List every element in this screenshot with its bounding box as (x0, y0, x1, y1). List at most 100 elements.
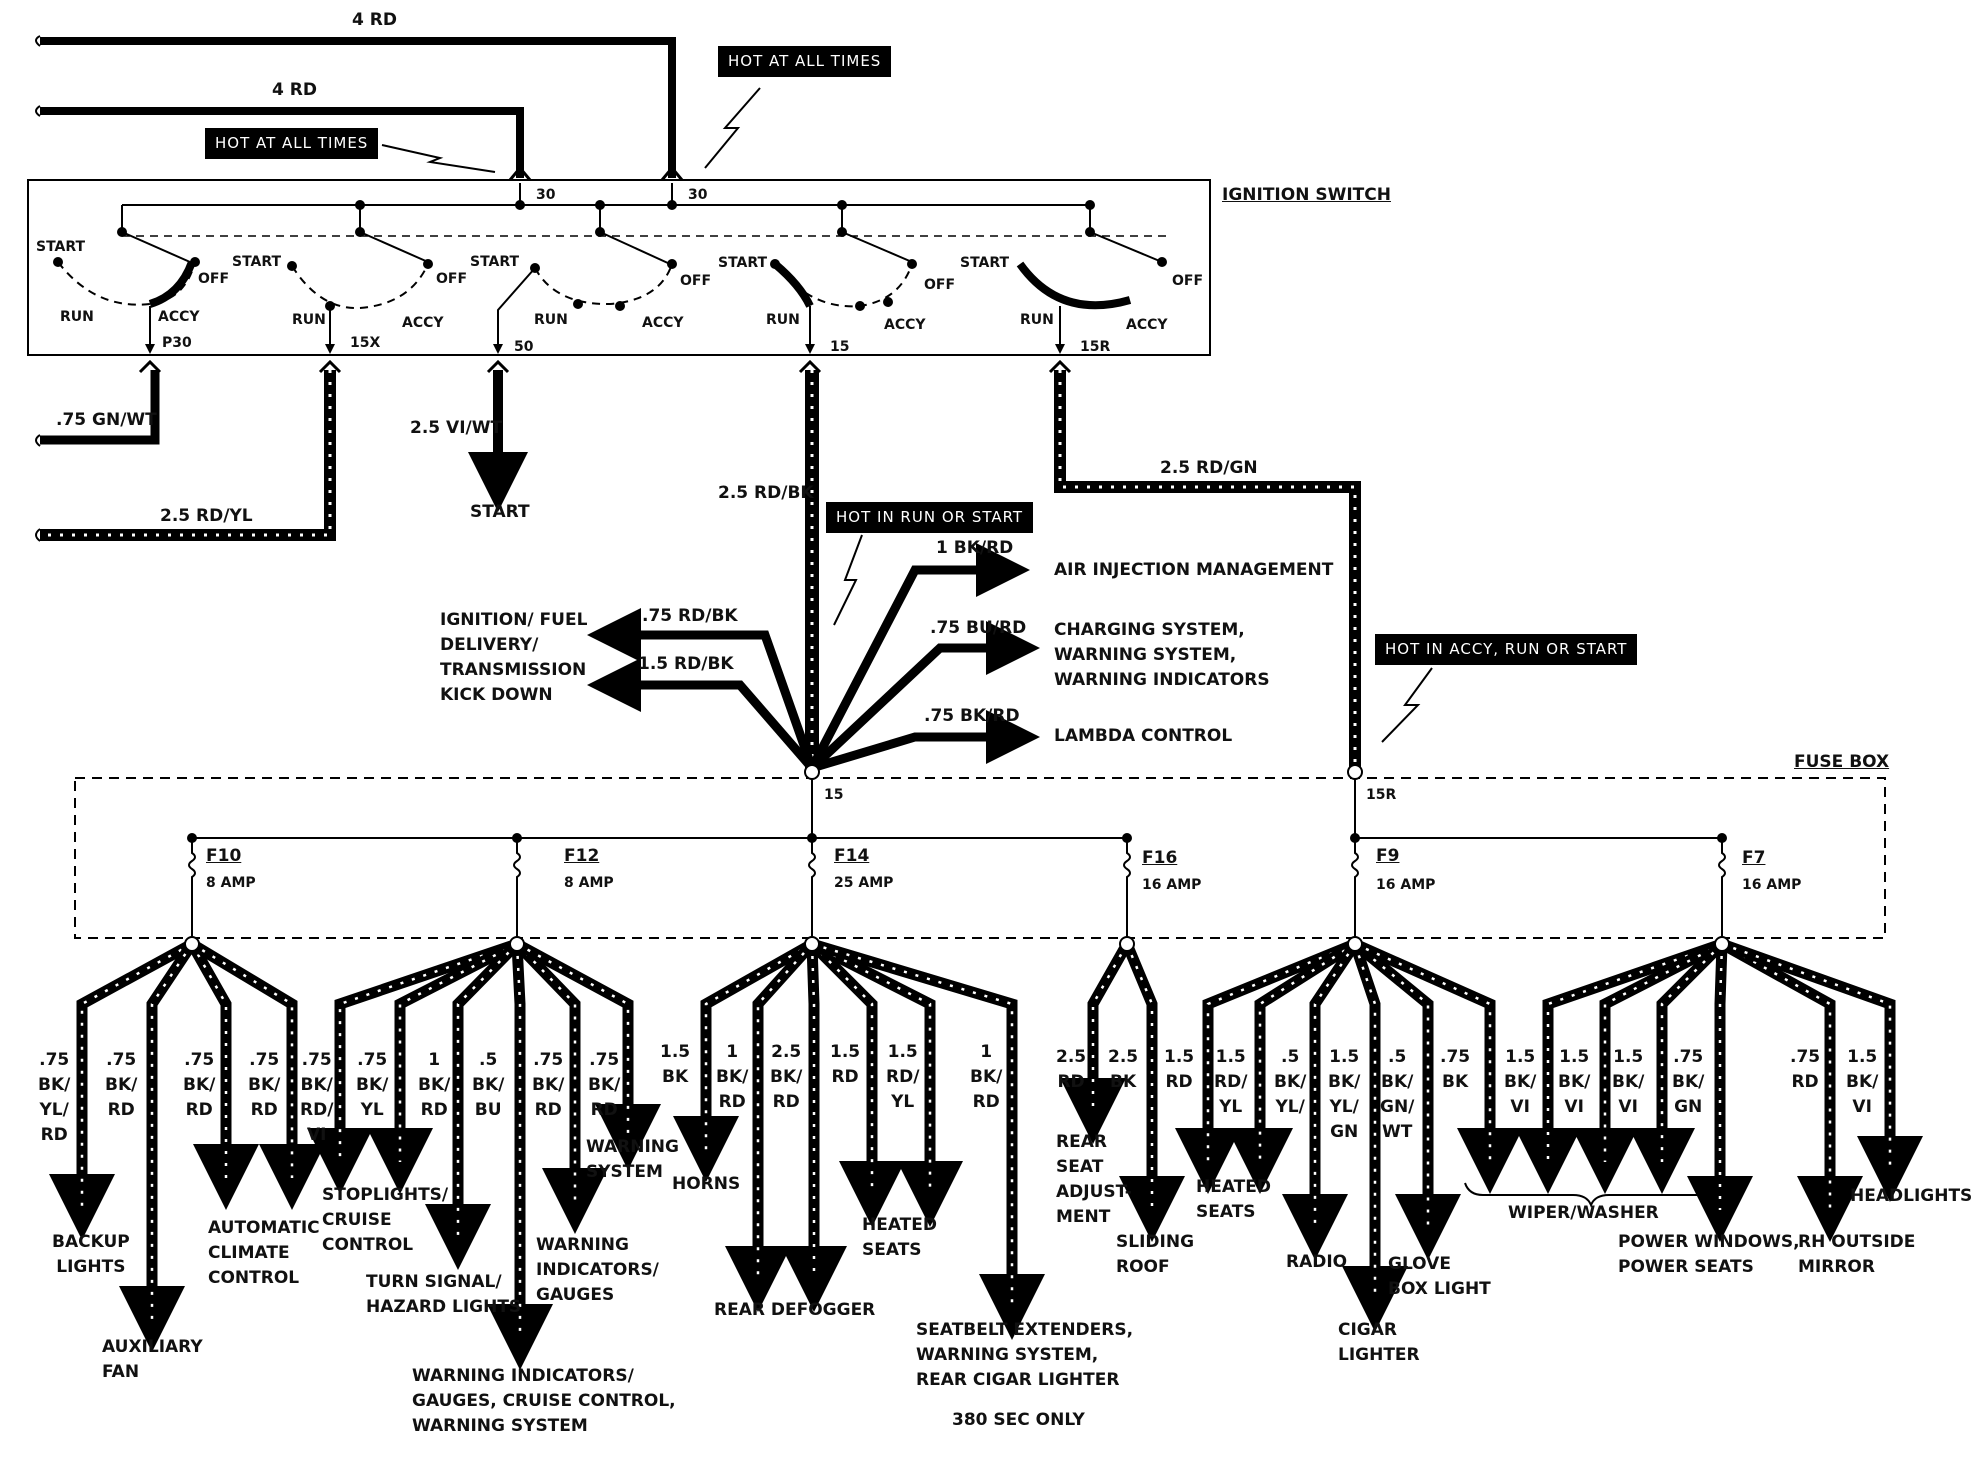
terminal-label: 30 (688, 187, 708, 203)
input-wires (35, 35, 684, 181)
terminal-50: 50 (514, 339, 534, 355)
load-wire-stripe (1354, 942, 1492, 1162)
load-wire-label: 2.5 RD (1056, 1047, 1087, 1092)
dest-glove-box: GLOVE BOX LIGHT (1388, 1254, 1491, 1299)
hot-label-all-times: HOT AT ALL TIMES (718, 46, 892, 77)
hot-label-run-start: HOT IN RUN OR START (826, 502, 1034, 533)
load-wire-stripe (756, 943, 813, 1280)
load-wire-label: .75 BK/ RD (105, 1050, 138, 1120)
splice-node (509, 936, 525, 952)
fuse-id: F14 (834, 846, 870, 866)
ignition-switch-internals (53, 183, 1170, 354)
bolt-icon (704, 87, 761, 169)
load-wire-label: 1.5 BK/ VI (1846, 1047, 1879, 1117)
pos-off: OFF (436, 271, 468, 287)
dest-climate-control: AUTOMATIC CLIMATE CONTROL (208, 1218, 320, 1288)
fuse-id: F16 (1142, 848, 1178, 868)
wiper-brace (1464, 1182, 1718, 1208)
fuse-id: F7 (1742, 848, 1766, 868)
dest-heated-seats: HEATED SEATS (862, 1215, 937, 1260)
hot-label-accy-run-start: HOT IN ACCY, RUN OR START (1375, 634, 1638, 665)
pos-start: START (36, 239, 86, 255)
fuse-box (74, 777, 1886, 939)
pos-run: RUN (1020, 312, 1054, 328)
pos-start: START (960, 255, 1010, 271)
fuse-box-internals (187, 764, 1727, 944)
terminal-label: 30 (536, 187, 556, 203)
load-wire (1119, 941, 1185, 1242)
load-wire (1720, 938, 1923, 1202)
splice-node (804, 936, 820, 952)
load-wire-label: .75 BK/ YL (356, 1050, 389, 1120)
dest-charging-system: CHARGING SYSTEM, WARNING SYSTEM, WARNING… (1054, 620, 1270, 690)
load-wire (1342, 942, 1408, 1332)
pos-run: RUN (60, 309, 94, 325)
fuse-rating: 16 AMP (1742, 877, 1802, 893)
load-wire-stripe (1546, 942, 1723, 1162)
terminal-15: 15 (830, 339, 850, 355)
pos-start: START (718, 255, 768, 271)
wire-4rd-top (40, 37, 676, 178)
fuse-rating: 8 AMP (564, 875, 614, 891)
pos-start: START (232, 254, 282, 270)
lightning-icons (381, 87, 1433, 743)
load-wire-label: .75 BK/ RD/ VI (300, 1050, 334, 1145)
fuse-id: F10 (206, 846, 242, 866)
load-wire (781, 943, 847, 1312)
load-wire (810, 938, 1045, 1340)
load-wire-label: .75 BK/ YL/ RD (38, 1050, 71, 1145)
load-wire-label: 2.5 BK (1108, 1047, 1139, 1092)
load-wire-stripe (456, 943, 518, 1238)
load-wire (1060, 941, 1132, 1144)
ignition-switch-box (27, 179, 1211, 356)
load-wire-stripe (1206, 942, 1356, 1162)
load-wire (1572, 939, 1725, 1194)
pos-accy: ACCY (402, 315, 444, 331)
load-wire-label: .75 BK/ RD (248, 1050, 281, 1120)
dest-heated-seats: HEATED SEATS (1196, 1177, 1271, 1222)
load-wire-stripe (1313, 943, 1357, 1228)
bolt-icon (1381, 667, 1433, 743)
fuse-id: F12 (564, 846, 600, 866)
terminal-15x: 15X (350, 335, 381, 351)
load-wire (513, 940, 608, 1234)
load-wire-stripe (810, 943, 816, 1280)
load-wire-stripe (150, 943, 194, 1320)
load-wire (725, 940, 817, 1312)
t15-branches (587, 543, 1040, 773)
load-wire-label: 1.5 BK (660, 1042, 691, 1087)
load-wire-label: .75 BK (1440, 1047, 1471, 1092)
dest-warning-indicators: WARNING INDICATORS/ GAUGES (536, 1235, 659, 1305)
terminal-15r: 15R (1080, 339, 1111, 355)
splice-node (1347, 936, 1363, 952)
load-wire (1351, 939, 1461, 1260)
load-wire-stripe (1258, 942, 1356, 1162)
dest-wiper-washer: WIPER/WASHER (1508, 1203, 1659, 1223)
load-wire-stripe (191, 942, 294, 1178)
load-wire-label: 1 BK/ RD (970, 1042, 1003, 1112)
dest-rear-seat: REAR SEAT ADJUST- MENT (1056, 1132, 1132, 1227)
pos-off: OFF (198, 271, 230, 287)
dest-headlights: HEADLIGHTS (1850, 1186, 1973, 1206)
pos-accy: ACCY (884, 317, 926, 333)
wire-label-branch: .75 BK/RD (924, 706, 1020, 726)
pos-start: START (470, 254, 520, 270)
dest-warning-system: WARNING SYSTEM (586, 1137, 679, 1182)
load-wire-label: .75 BK/ RD (588, 1050, 621, 1120)
dest-air-injection: AIR INJECTION MANAGEMENT (1054, 560, 1334, 580)
fuse-rating: 16 AMP (1376, 877, 1436, 893)
dest-auxiliary-fan: AUXILIARY FAN (102, 1337, 203, 1382)
fuse-rating: 16 AMP (1142, 877, 1202, 893)
load-wire-label: 1.5 RD/ YL (1214, 1047, 1248, 1117)
load-wire-label: .75 BK/ RD (183, 1050, 216, 1120)
load-wire-label: .5 BK/ YL/ (1274, 1047, 1307, 1117)
load-wire (119, 940, 197, 1352)
dest-cigar-lighter: CIGAR LIGHTER (1338, 1320, 1420, 1365)
dest-seatbelt-extenders: SEATBELT EXTENDERS, WARNING SYSTEM, REAR… (916, 1320, 1134, 1390)
load-wire-label: .5 BK/ BU (472, 1050, 505, 1120)
wire-label-branch: .75 RD/BK (642, 606, 738, 626)
terminal-p30: P30 (162, 335, 192, 351)
dest-horns: HORNS (672, 1174, 741, 1194)
hot-label-all-times: HOT AT ALL TIMES (205, 128, 379, 159)
